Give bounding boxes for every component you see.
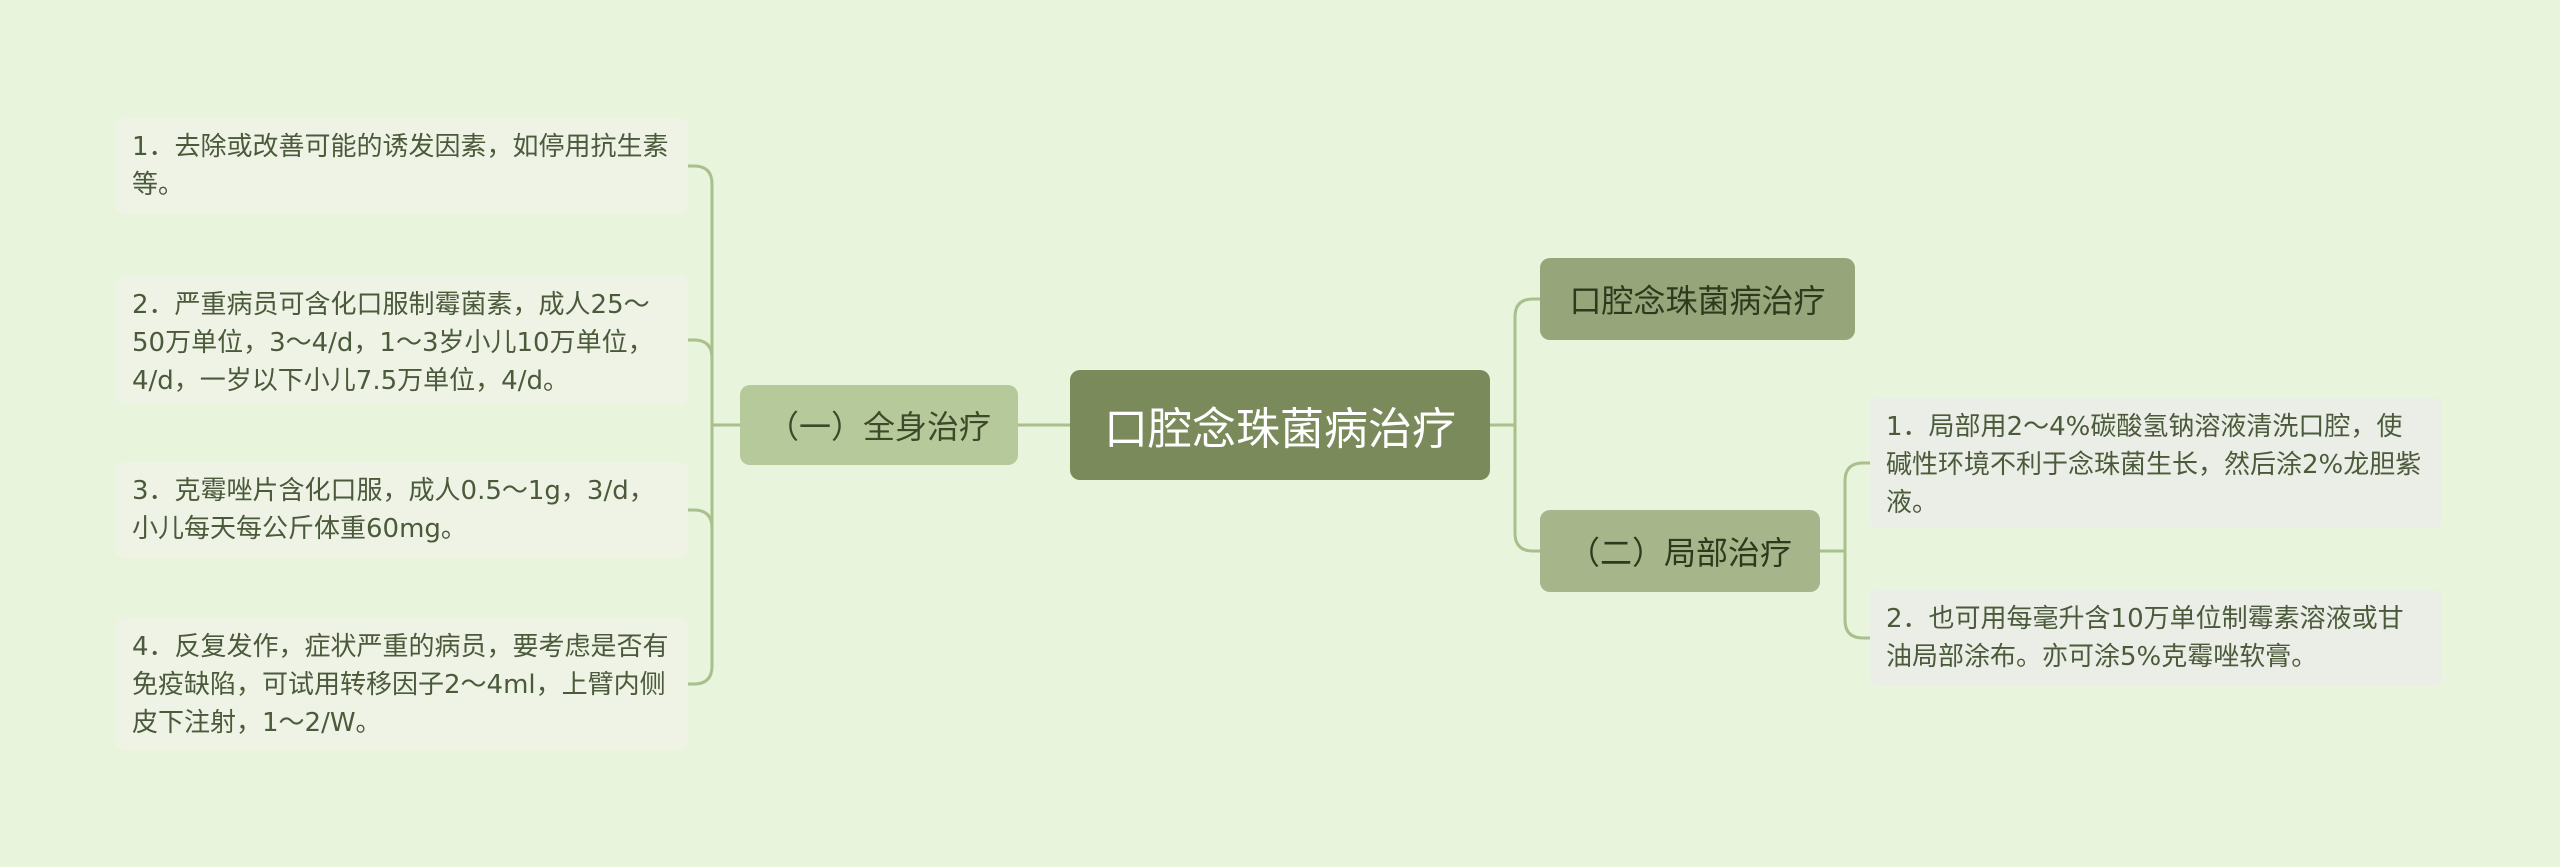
branch-oral-candidiasis-treatment-label: 口腔念珠菌病治疗: [1569, 282, 1826, 320]
connector-left-item-1: [688, 164, 714, 425]
local-item-1-text: 1．局部用2～4%碳酸氢钠溶液清洗口腔，使碱性环境不利于念珠菌生长，然后涂2%龙…: [1886, 412, 2422, 518]
connector-left-item-4: [688, 425, 714, 686]
systemic-item-2[interactable]: 2．严重病员可含化口服制霉菌素，成人25～50万单位，3～4/d，1～3岁小儿1…: [116, 276, 688, 404]
branch-local-treatment[interactable]: （二）局部治疗: [1540, 510, 1820, 592]
connector-left-item-3: [688, 425, 714, 529]
branch-systemic-treatment-label: （一）全身治疗: [766, 408, 991, 446]
connector-right-item-1: [1843, 461, 1870, 551]
connector-right-top: [1513, 297, 1540, 425]
systemic-item-2-text: 2．严重病员可含化口服制霉菌素，成人25～50万单位，3～4/d，1～3岁小儿1…: [132, 290, 654, 396]
connector-right-bottom: [1513, 425, 1540, 553]
root-topic-label: 口腔念珠菌病治疗: [1104, 404, 1456, 455]
branch-systemic-treatment[interactable]: （一）全身治疗: [740, 385, 1018, 465]
systemic-item-4-text: 4．反复发作，症状严重的病员，要考虑是否有免疫缺陷，可试用转移因子2～4ml，上…: [132, 632, 669, 738]
systemic-item-3-text: 3．克霉唑片含化口服，成人0.5～1g，3/d，小儿每天每公斤体重60mg。: [132, 476, 655, 544]
systemic-item-4[interactable]: 4．反复发作，症状严重的病员，要考虑是否有免疫缺陷，可试用转移因子2～4ml，上…: [116, 618, 688, 750]
root-topic[interactable]: 口腔念珠菌病治疗: [1070, 370, 1490, 480]
connector-left-item-2: [688, 338, 714, 425]
local-item-2-text: 2．也可用每毫升含10万单位制霉素溶液或甘油局部涂布。亦可涂5%克霉唑软膏。: [1886, 604, 2404, 672]
connector-right-item-2: [1843, 551, 1870, 640]
local-item-2[interactable]: 2．也可用每毫升含10万单位制霉素溶液或甘油局部涂布。亦可涂5%克霉唑软膏。: [1870, 590, 2442, 686]
systemic-item-1-text: 1．去除或改善可能的诱发因素，如停用抗生素等。: [132, 132, 669, 200]
local-item-1[interactable]: 1．局部用2～4%碳酸氢钠溶液清洗口腔，使碱性环境不利于念珠菌生长，然后涂2%龙…: [1870, 398, 2442, 528]
branch-local-treatment-label: （二）局部治疗: [1567, 534, 1792, 572]
systemic-item-1[interactable]: 1．去除或改善可能的诱发因素，如停用抗生素等。: [116, 118, 688, 214]
branch-oral-candidiasis-treatment[interactable]: 口腔念珠菌病治疗: [1540, 258, 1855, 340]
systemic-item-3[interactable]: 3．克霉唑片含化口服，成人0.5～1g，3/d，小儿每天每公斤体重60mg。: [116, 462, 688, 558]
